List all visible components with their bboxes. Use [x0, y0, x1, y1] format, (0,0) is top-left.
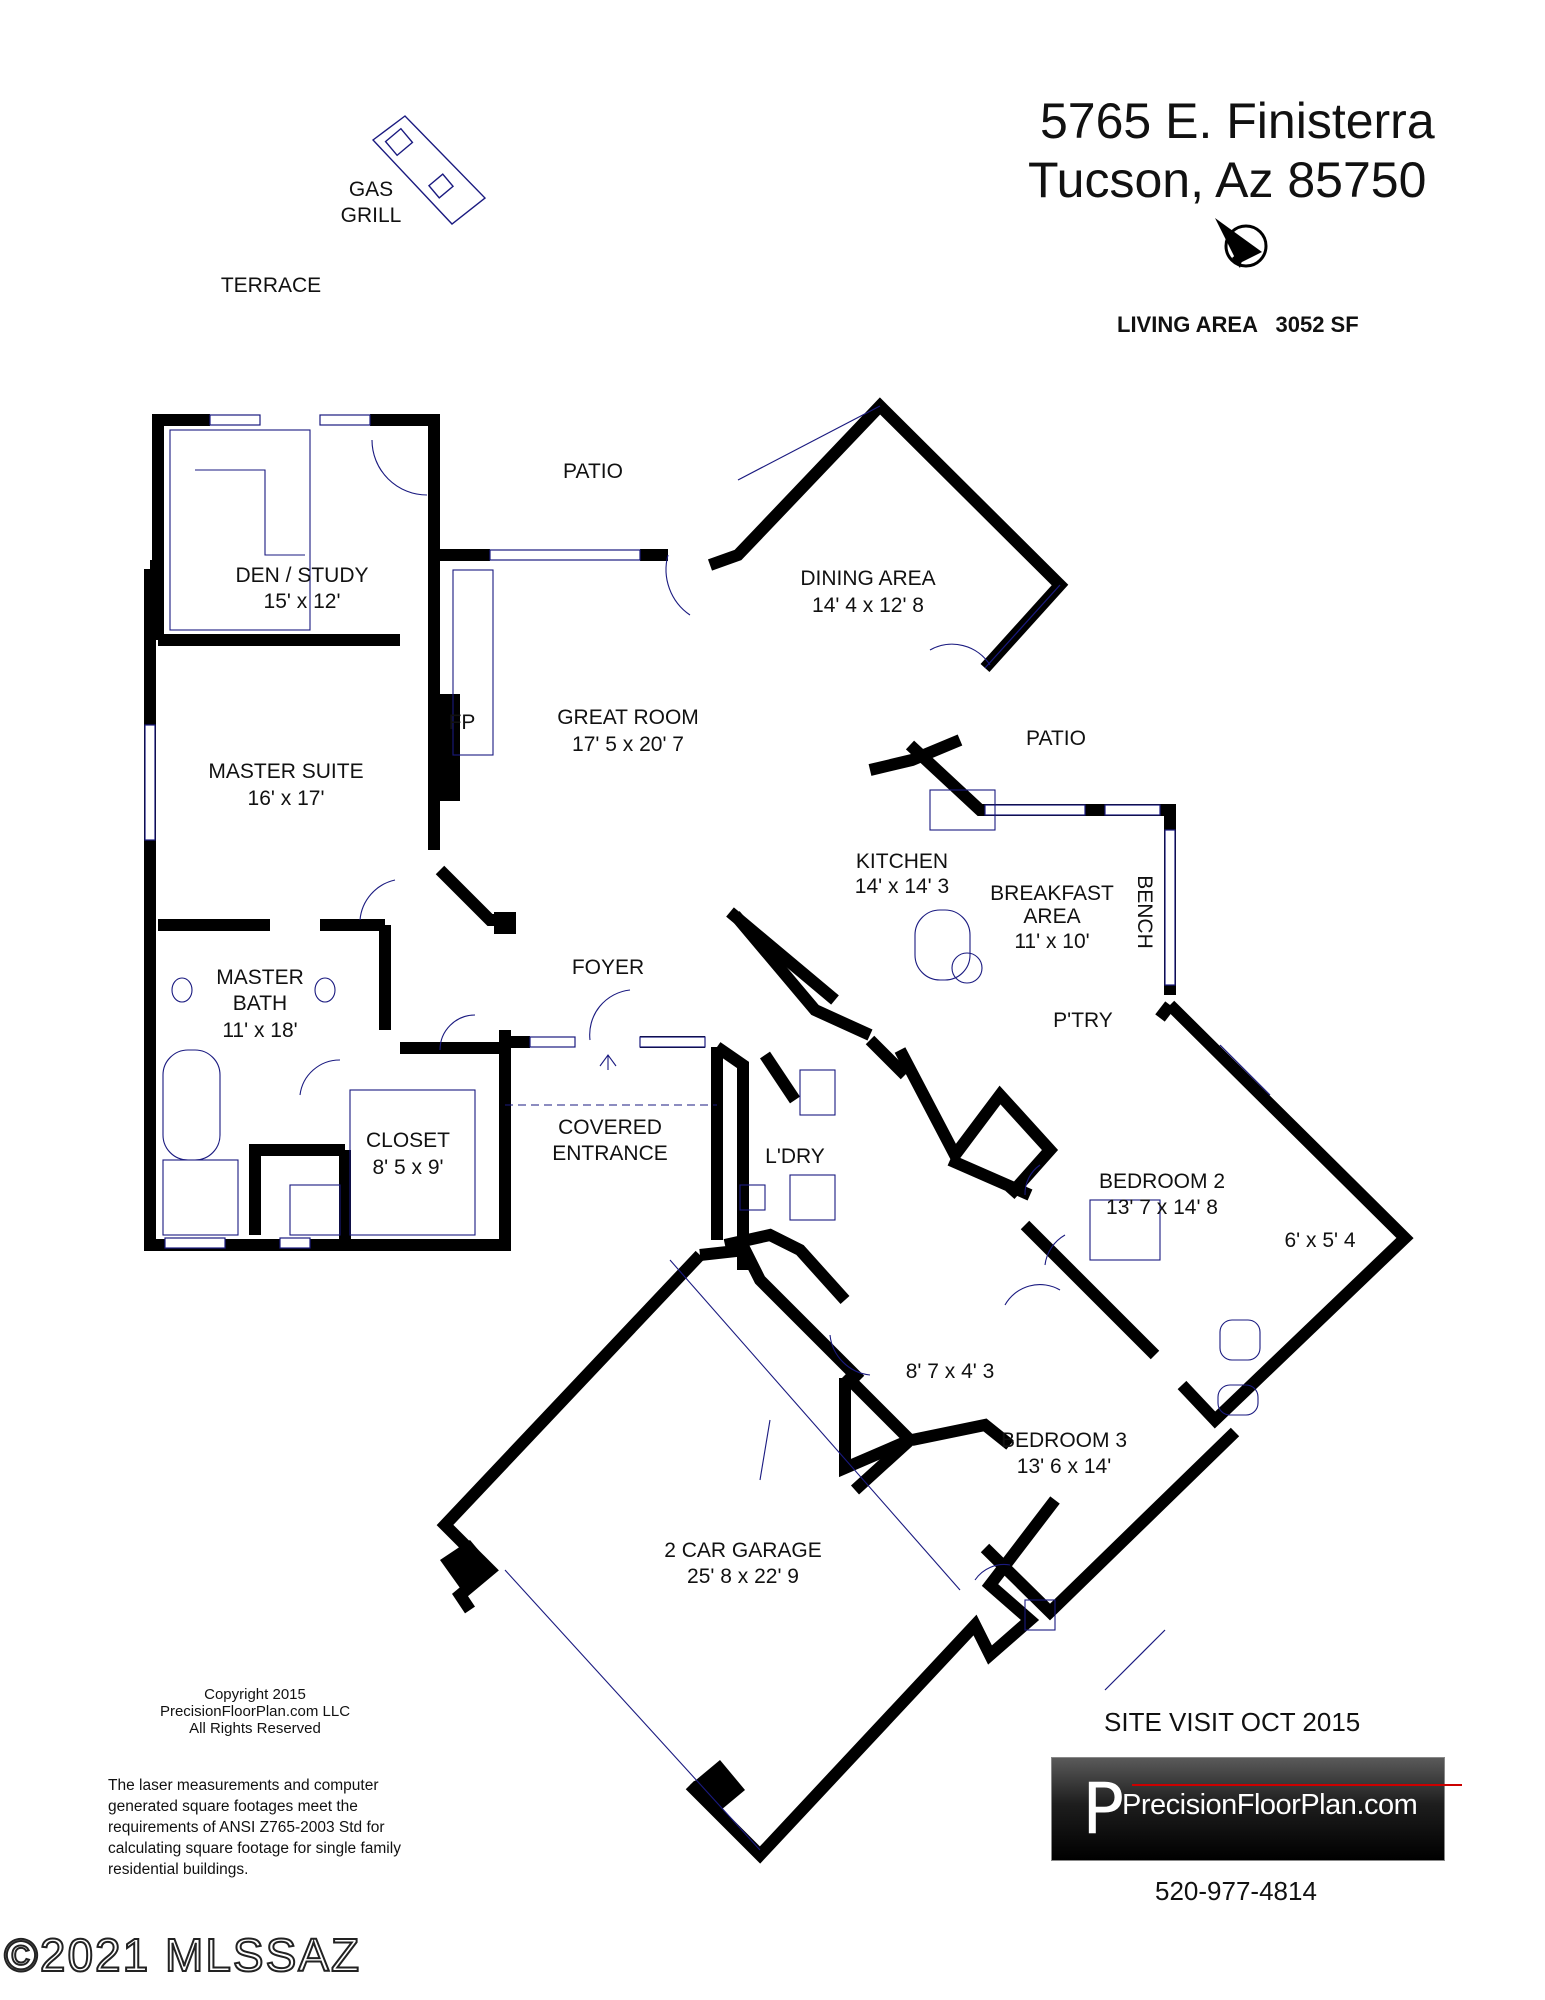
great-room-name: GREAT ROOM — [557, 706, 699, 729]
master-bath-name-1: MASTER — [216, 966, 304, 989]
site-visit: SITE VISIT OCT 2015 — [1104, 1707, 1361, 1737]
closet-b2-size: 6' x 5' 4 — [1284, 1229, 1355, 1252]
copyright-line2: PrecisionFloorPlan.com LLC — [159, 1703, 351, 1720]
terrace-label: TERRACE — [221, 274, 321, 297]
wall-blocks — [150, 560, 745, 1815]
garage-size: 25' 8 x 22' 9 — [687, 1565, 799, 1588]
gas-grill-icon — [371, 115, 487, 225]
bench-label: BENCH — [1133, 875, 1156, 949]
gas-grill-label-1: GAS — [349, 178, 393, 201]
master-bath-size: 11' x 18' — [222, 1019, 297, 1042]
bedroom2-size: 13' 7 x 14' 8 — [1106, 1196, 1218, 1219]
disclaimer-line1: The laser measurements and computer — [108, 1777, 379, 1794]
patio-right-label: PATIO — [1026, 727, 1086, 750]
disclaimer-line5: residential buildings. — [108, 1861, 249, 1878]
logo-red-line — [1132, 1784, 1462, 1786]
compass-icon — [1215, 218, 1268, 268]
gas-grill-label-2: GRILL — [341, 204, 402, 227]
closet-size: 8' 5 x 9' — [372, 1156, 443, 1179]
address-line1: 5765 E. Finisterra — [1040, 93, 1435, 149]
logo-letter: P — [1082, 1768, 1125, 1850]
address-line2: Tucson, Az 85750 — [1028, 152, 1427, 208]
dining-size: 14' 4 x 12' 8 — [812, 594, 924, 617]
great-room-size: 17' 5 x 20' 7 — [572, 733, 684, 756]
logo-banner: P PrecisionFloorPlan.com — [1051, 1757, 1462, 1861]
disclaimer-line4: calculating square footage for single fa… — [108, 1840, 401, 1857]
covered-entrance-1: COVERED — [558, 1116, 662, 1139]
copyright-line1: Copyright 2015 — [204, 1686, 306, 1703]
master-suite-name: MASTER SUITE — [208, 760, 363, 783]
walls — [144, 397, 1414, 1864]
breakfast-size: 11' x 10' — [1014, 930, 1089, 953]
kitchen-name: KITCHEN — [856, 850, 948, 873]
disclaimer: The laser measurements and computer gene… — [108, 1775, 401, 1880]
watermark: ©2021 MLSSAZ — [3, 1928, 362, 1982]
disclaimer-line2: generated square footages meet the — [108, 1798, 358, 1815]
breakfast-name-2: AREA — [1023, 905, 1080, 928]
room-labels: DEN / STUDY 15' x 12' MASTER SUITE 16' x… — [208, 178, 1355, 1588]
pantry-label: P'TRY — [1053, 1009, 1113, 1032]
windows — [144, 405, 1271, 1691]
bedroom2-name: BEDROOM 2 — [1099, 1170, 1225, 1193]
master-bath-name-2: BATH — [233, 992, 287, 1015]
bedroom3-name: BEDROOM 3 — [1001, 1429, 1127, 1452]
patio-top-label: PATIO — [563, 460, 623, 483]
laundry-label: L'DRY — [765, 1145, 825, 1168]
copyright: Copyright 2015 PrecisionFloorPlan.com LL… — [140, 1686, 370, 1737]
fireplace-label: FP — [449, 711, 476, 734]
kitchen-size: 14' x 14' 3 — [855, 875, 949, 898]
garage-name: 2 CAR GARAGE — [664, 1539, 822, 1562]
closet-b3-size: 8' 7 x 4' 3 — [906, 1360, 995, 1383]
covered-entrance-2: ENTRANCE — [552, 1142, 668, 1165]
den-size: 15' x 12' — [264, 590, 341, 613]
fixtures — [162, 429, 1261, 1851]
breakfast-name-1: BREAKFAST — [990, 882, 1114, 905]
master-suite-size: 16' x 17' — [248, 787, 325, 810]
logo-text: PrecisionFloorPlan.com — [1122, 1789, 1418, 1821]
phone-number: 520-977-4814 — [1155, 1876, 1317, 1906]
foyer-label: FOYER — [572, 956, 644, 979]
copyright-line3: All Rights Reserved — [189, 1720, 321, 1737]
dining-name: DINING AREA — [800, 567, 935, 590]
bedroom3-size: 13' 6 x 14' — [1017, 1455, 1111, 1478]
doors — [299, 439, 1066, 1581]
den-name: DEN / STUDY — [235, 564, 368, 587]
closet-name: CLOSET — [366, 1129, 450, 1152]
disclaimer-line3: requirements of ANSI Z765-2003 Std for — [108, 1819, 385, 1836]
living-area: LIVING AREA 3052 SF — [1117, 312, 1359, 337]
